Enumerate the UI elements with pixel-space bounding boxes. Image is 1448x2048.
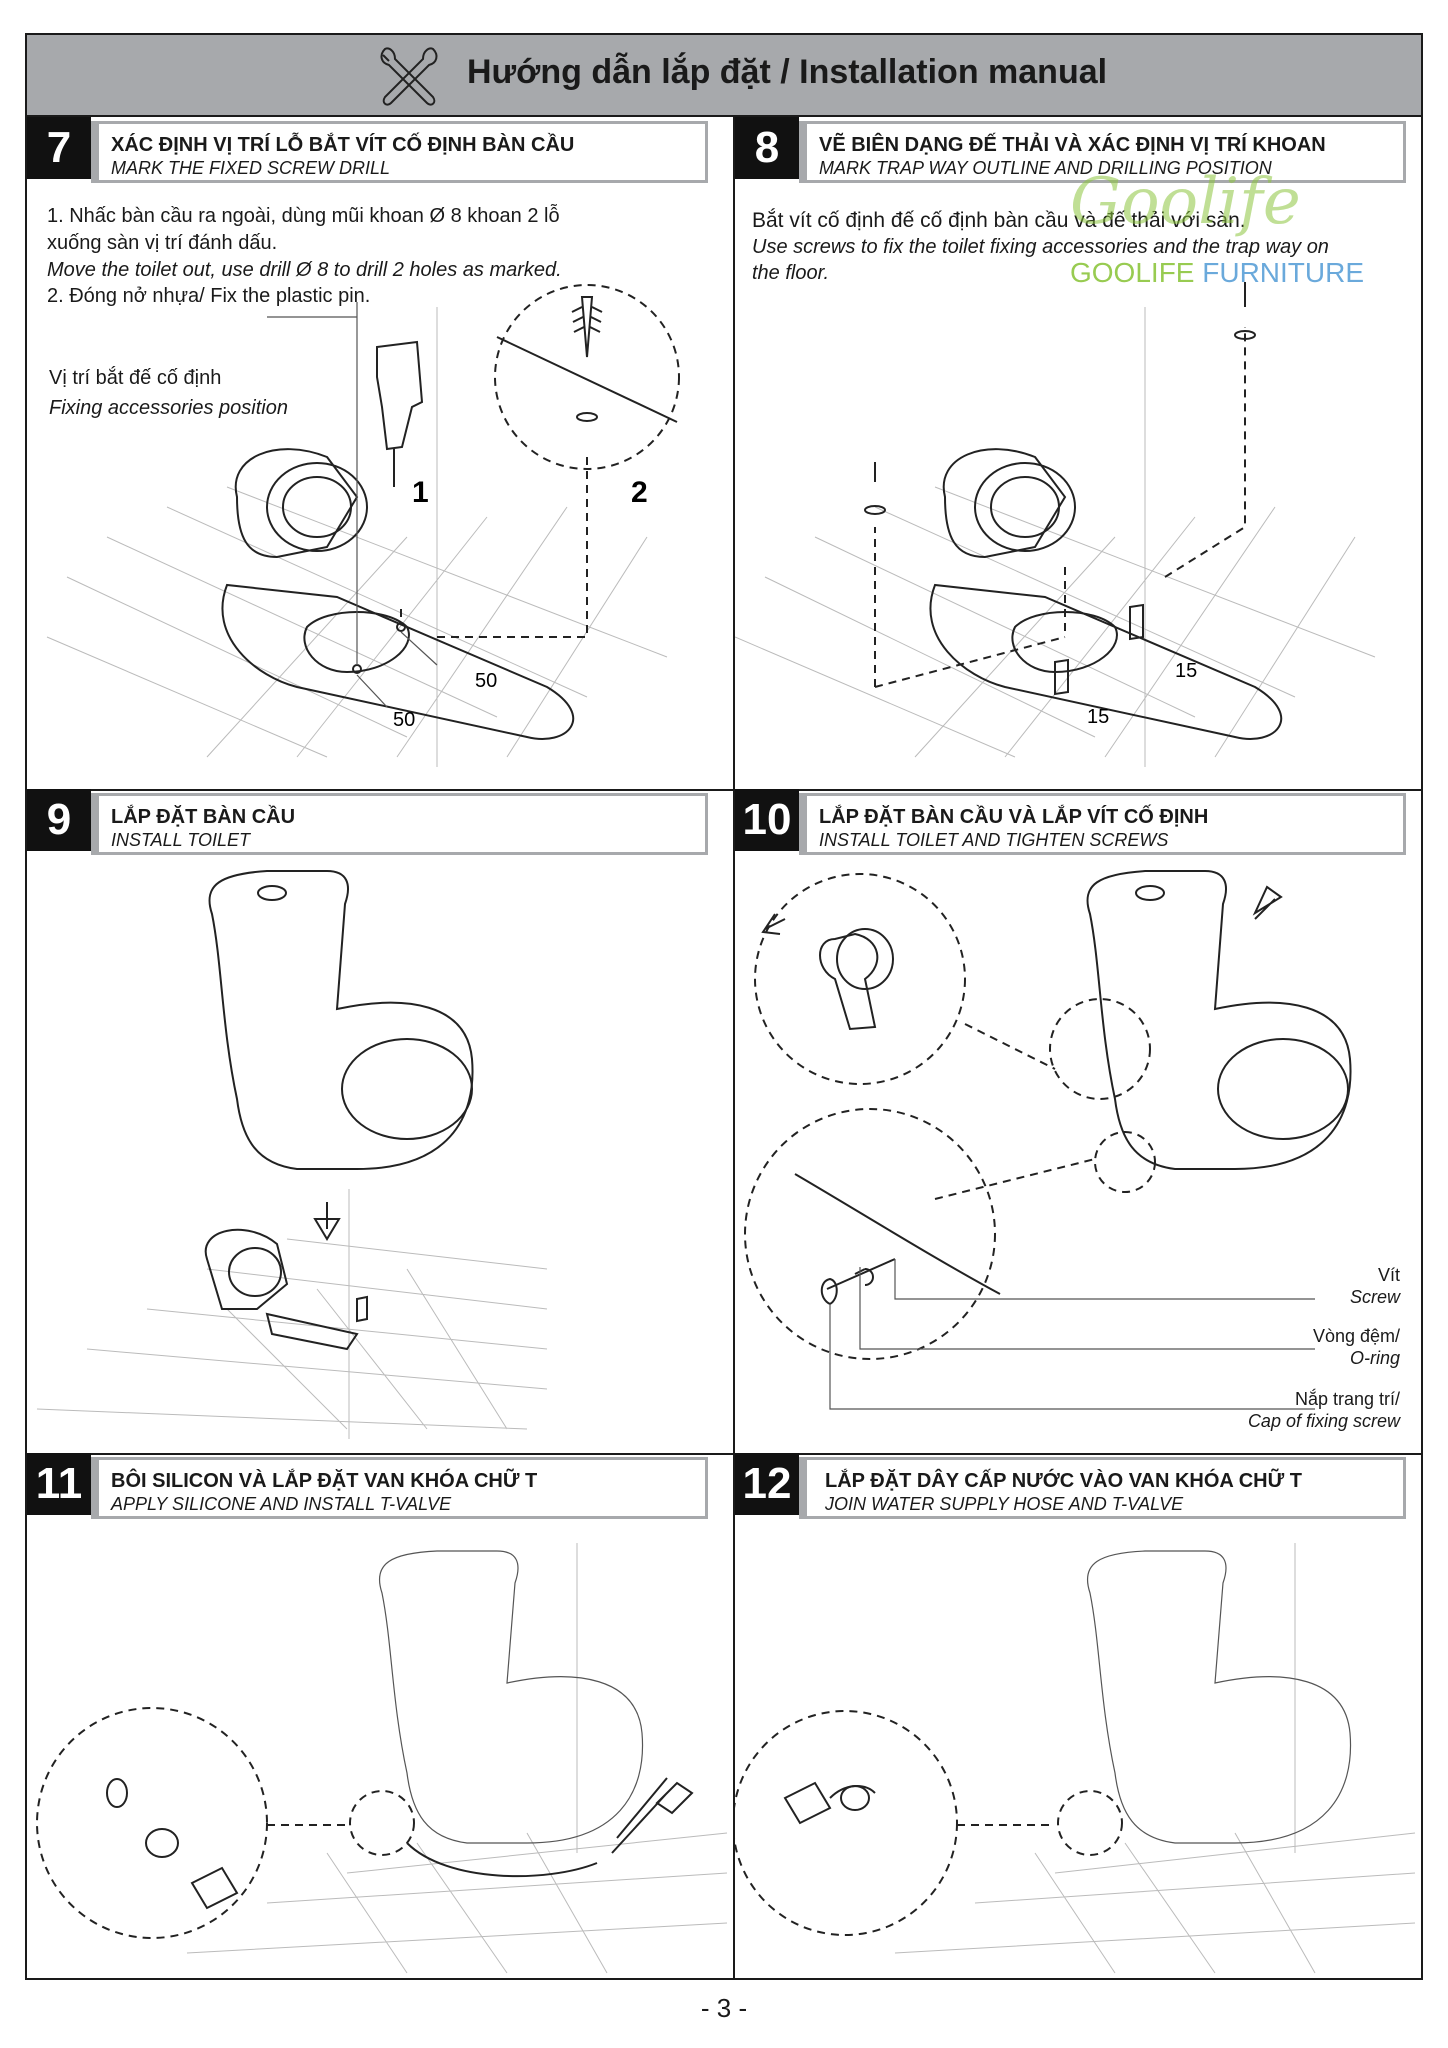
step-title-vi: XÁC ĐỊNH VỊ TRÍ LỖ BẮT VÍT CỐ ĐỊNH BÀN C… [111,134,575,156]
instruction-line: the floor. [752,262,830,284]
dimension-label: 15 [1175,660,1197,682]
tools-icon [380,47,438,106]
step-title-en: INSTALL TOILET [111,830,251,850]
step-title-box: VẼ BIÊN DẠNG ĐẾ THẢI VÀ XÁC ĐỊNH VỊ TRÍ … [799,121,1406,183]
label-en: Cap of fixing screw [1247,1411,1400,1431]
step-7-panel: 7 XÁC ĐỊNH VỊ TRÍ LỖ BẮT VÍT CỐ ĐỊNH BÀN… [27,117,733,787]
toilet-body [378,1550,644,1844]
callout-label-en: Fixing accessories position [49,397,288,419]
dimension-label: 50 [393,709,415,731]
detail-circle [36,1707,268,1939]
t-valve-icon [190,1866,239,1910]
dimension-label: 15 [1087,706,1109,728]
push-arrow-icon [1252,885,1283,920]
row-divider [27,789,1421,791]
floor-grid [46,307,668,767]
plastic-pin-icon [571,296,603,358]
callout-label-vi: Vị trí bắt đế cố định [49,367,222,389]
step-number: 11 [27,1453,91,1515]
step-10-illustration [744,870,1352,1410]
dimension-label: 50 [475,670,497,692]
step-title-en: MARK THE FIXED SCREW DRILL [111,158,391,178]
instruction-line: Move the toilet out, use drill Ø 8 to dr… [47,259,562,281]
fixing-bracket-icon [1054,603,1144,696]
step-title-en: MARK TRAP WAY OUTLINE AND DRILLING POSIT… [819,158,1272,178]
step-7-illustration: 1 2 50 50 [46,284,680,767]
tag-2: 2 [631,476,648,509]
step-number: 7 [27,117,91,179]
step-8-panel: 8 VẼ BIÊN DẠNG ĐẾ THẢI VÀ XÁC ĐỊNH VỊ TR… [735,117,1421,787]
instruction-line: Use screws to fix the toilet fixing acce… [752,236,1329,258]
instruction-line: xuống sàn vị trí đánh dấu. [47,232,278,254]
instruction-line: 2. Đóng nở nhựa/ Fix the plastic pin. [47,285,371,307]
detail-circle [754,873,966,1085]
trap-pipe [234,448,359,559]
step-10-panel: 10 LẮP ĐẶT BÀN CẦU VÀ LẮP VÍT CỐ ĐỊNH IN… [735,789,1421,1451]
screw-assembly [820,1258,896,1306]
label-vi: Vòng đệm/ [1312,1326,1400,1346]
step-title-en: APPLY SILICONE AND INSTALL T-VALVE [111,1494,452,1514]
instruction-line: Bắt vít cố định đế cố định bàn cầu và đế… [752,209,1246,232]
silicone-bead [406,1842,598,1878]
flush-button [257,885,287,901]
step-11-illustration [36,1543,728,1974]
page-number: - 3 - [700,1993,748,2023]
trap-pipe [204,1228,289,1310]
label-en: O-ring [1349,1348,1400,1368]
hose-icon [783,1781,876,1825]
step-8-illustration: 15 15 [735,282,1376,767]
step-11-panel: 11 BÔI SILICON VÀ LẮP ĐẶT VAN KHÓA CHỮ T… [27,1453,733,1977]
manual-frame: Hướng dẫn lắp đặt / Installation manual [25,33,1423,1980]
step-title-vi: BÔI SILICON VÀ LẮP ĐẶT VAN KHÓA CHỮ T [111,1470,538,1492]
tag-1: 1 [412,476,429,509]
watermark-logo: Goolife [1070,165,1301,239]
flange [303,611,410,674]
step-title-vi: LẮP ĐẶT BÀN CẦU VÀ LẮP VÍT CỐ ĐỊNH [819,806,1209,828]
step-title-box: LẮP ĐẶT BÀN CẦU VÀ LẮP VÍT CỐ ĐỊNH INSTA… [799,793,1406,855]
step-title-box: XÁC ĐỊNH VỊ TRÍ LỖ BẮT VÍT CỐ ĐỊNH BÀN C… [91,121,708,183]
row-divider [27,1453,1421,1455]
instruction-line: 1. Nhấc bàn cầu ra ngoài, dùng mũi khoan… [47,205,560,227]
toilet-body [1086,1550,1352,1844]
step-number: 8 [735,117,799,179]
label-vi: Vít [1377,1265,1400,1285]
step-title-vi: LẮP ĐẶT BÀN CẦU [111,806,296,828]
silicone-gun-icon [611,1777,694,1854]
step-number: 9 [27,789,91,851]
step-title-vi: VẼ BIÊN DẠNG ĐẾ THẢI VÀ XÁC ĐỊNH VỊ TRÍ … [819,134,1326,156]
step-9-panel: 9 LẮP ĐẶT BÀN CẦU INSTALL TOILET [27,789,733,1451]
label-vi: Nắp trang trí/ [1294,1389,1400,1409]
down-arrow-icon [313,1202,341,1241]
step-title-en: INSTALL TOILET AND TIGHTEN SCREWS [819,830,1169,850]
toilet-body [1086,870,1352,1170]
step-title-box: BÔI SILICON VÀ LẮP ĐẶT VAN KHÓA CHỮ T AP… [91,1457,708,1519]
trap-outline [221,583,574,740]
detail-circle [494,284,680,470]
leader-dash [400,457,588,638]
label-en: Screw [1349,1287,1400,1307]
toilet-drawing [36,870,548,1439]
step-number: 12 [735,1453,799,1515]
step-title-box: LẮP ĐẶT BÀN CẦU INSTALL TOILET [91,793,708,855]
drill-icon [376,340,424,451]
step-title-box: LẮP ĐẶT DÂY CẤP NƯỚC VÀO VAN KHÓA CHỮ T … [799,1457,1406,1519]
screw-detail-circle [744,1108,996,1360]
toilet-body [208,870,474,1170]
step-title-vi: LẮP ĐẶT DÂY CẤP NƯỚC VÀO VAN KHÓA CHỮ T [825,1470,1302,1492]
page-title: Hướng dẫn lắp đặt / Installation manual [467,53,1108,91]
detail-circle [735,1710,958,1936]
step-12-illustration [735,1543,1416,1974]
step-12-panel: 12 LẮP ĐẶT DÂY CẤP NƯỚC VÀO VAN KHÓA CHỮ… [735,1453,1421,1977]
column-divider [733,117,735,1978]
watermark-brand: GOOLIFE FURNITURE [1070,257,1365,288]
page-header: Hướng dẫn lắp đặt / Installation manual [27,35,1421,117]
step-number: 10 [735,789,799,851]
step-title-en: JOIN WATER SUPPLY HOSE AND T-VALVE [825,1494,1184,1514]
